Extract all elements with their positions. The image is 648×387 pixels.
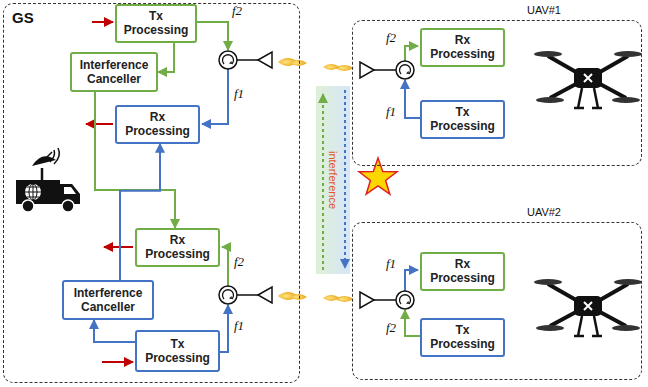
output-arrow — [104, 246, 133, 248]
frequency-label: f2 — [232, 3, 242, 19]
interference-arrow — [344, 90, 346, 268]
box-label: Tx Processing — [426, 323, 499, 352]
frequency-label: f1 — [234, 318, 244, 334]
box-label: Rx Processing — [426, 33, 499, 62]
uav-drone — [534, 279, 642, 336]
wire — [220, 305, 228, 352]
signal-wave — [278, 58, 354, 302]
input-arrow — [102, 361, 133, 363]
wire — [405, 310, 420, 336]
input-arrow — [92, 21, 113, 23]
circulator — [396, 61, 414, 79]
process-box: Tx Processing — [115, 4, 197, 43]
process-box: Rx Processing — [135, 228, 220, 267]
box-label: Rx Processing — [426, 257, 499, 286]
process-box: Rx Processing — [420, 28, 505, 67]
platform-label: GS — [12, 9, 34, 26]
interference-arrow — [322, 94, 324, 270]
frequency-label: f1 — [234, 86, 244, 102]
circulator — [219, 286, 237, 304]
box-label: Tx Processing — [121, 9, 191, 38]
platform-region: Rx ProcessingTx ProcessingUAV#2 — [352, 222, 642, 380]
star — [359, 158, 397, 194]
box-label: Interference Canceller — [76, 58, 152, 87]
uav-drone — [534, 51, 642, 108]
process-box: Tx Processing — [135, 330, 220, 372]
feed-line — [374, 70, 396, 300]
wire — [405, 270, 418, 291]
platform-region: Tx ProcessingInterference CancellerRx Pr… — [3, 3, 300, 383]
interference-band — [316, 86, 350, 274]
frequency-label: f2 — [386, 30, 396, 46]
wire — [197, 22, 228, 50]
signal-connector — [94, 320, 135, 342]
box-label: Interference Canceller — [68, 286, 148, 315]
signal-connector — [158, 43, 174, 72]
process-box: Rx Processing — [115, 105, 200, 144]
frequency-label: f1 — [386, 256, 396, 272]
frequency-label: f2 — [234, 254, 244, 270]
process-box: Tx Processing — [420, 100, 505, 139]
circulator — [219, 51, 237, 69]
process-box: Rx Processing — [420, 252, 505, 291]
ground-station-truck — [16, 148, 80, 212]
box-label: Tx Processing — [141, 337, 214, 366]
antenna — [360, 62, 374, 308]
process-box: Interference Canceller — [70, 52, 158, 92]
process-box: Interference Canceller — [62, 280, 154, 320]
box-label: Rx Processing — [121, 110, 194, 139]
box-label: Rx Processing — [141, 233, 214, 262]
platform-label: UAV#1 — [527, 4, 561, 16]
wire — [202, 69, 228, 124]
antenna — [258, 52, 272, 303]
interference-label: interference — [327, 151, 339, 209]
wire — [405, 80, 420, 118]
wire — [405, 46, 418, 61]
frequency-label: f1 — [386, 104, 396, 120]
output-arrow — [86, 123, 113, 125]
process-box: Tx Processing — [420, 318, 505, 357]
box-label: Tx Processing — [426, 105, 499, 134]
platform-label: UAV#2 — [527, 206, 561, 218]
circulator — [396, 291, 414, 309]
frequency-label: f2 — [386, 320, 396, 336]
wire — [222, 247, 228, 286]
